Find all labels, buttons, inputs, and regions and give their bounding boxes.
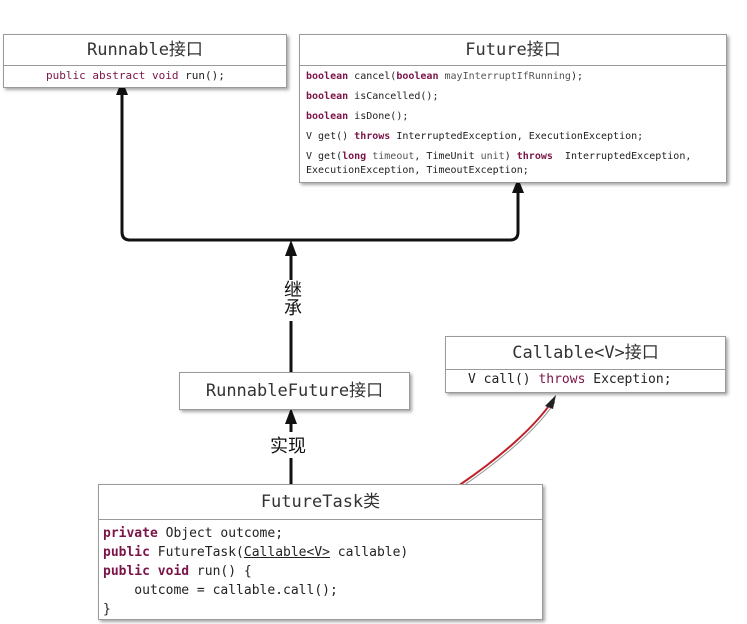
code-text: Exception;: [585, 372, 672, 387]
future-method-get-timeout-cont: ExecutionException, TimeoutException;: [306, 164, 726, 178]
keyword: throws: [538, 372, 586, 387]
code-text: V get(): [306, 131, 355, 142]
future-interface-box: Future接口 boolean cancel(boolean mayInter…: [299, 34, 727, 183]
future-method-get: V get() throws InterruptedException, Exe…: [306, 130, 726, 144]
futuretask-body: private Object outcome; public FutureTas…: [99, 520, 542, 619]
code-text: run() {: [189, 564, 252, 579]
future-title: Future接口: [300, 35, 726, 66]
keyword: boolean: [306, 111, 349, 122]
future-method-get-timeout: V get(long timeout, TimeUnit unit) throw…: [306, 150, 726, 164]
futuretask-run-body: outcome = callable.call();: [103, 581, 542, 600]
code-text: }: [103, 602, 111, 617]
code-text: ): [504, 151, 517, 162]
code-text: isCancelled();: [348, 91, 439, 102]
futuretask-title: FutureTask类: [99, 485, 542, 520]
inherit-label: 继承: [279, 280, 303, 321]
code-text: ExecutionException, TimeoutException;: [306, 165, 529, 176]
keyword: private: [103, 526, 158, 541]
future-method-isdone: boolean isDone();: [306, 110, 726, 124]
code-text: cancel(: [348, 71, 397, 82]
keyword: long: [342, 151, 367, 162]
futuretask-constructor: public FutureTask(Callable<V> callable): [103, 543, 542, 562]
futuretask-run-method: public void run() {: [103, 562, 542, 581]
code-text: outcome = callable.call();: [103, 583, 338, 598]
futuretask-class-box: FutureTask类 private Object outcome; publ…: [98, 484, 543, 620]
callable-title: Callable<V>接口: [446, 337, 725, 370]
code-text: );: [570, 71, 583, 82]
arrowhead-callable: [545, 395, 556, 409]
code-text: isDone();: [348, 111, 409, 122]
arrowhead-implement: [285, 408, 297, 424]
callable-interface-box: Callable<V>接口 V call() throws Exception;: [445, 336, 726, 393]
keyword: boolean: [396, 71, 439, 82]
code-text: Object outcome;: [157, 526, 284, 541]
arrowhead-inherit-stem: [285, 240, 297, 256]
callable-type-ref: Callable<V>: [243, 545, 330, 560]
keyword: public: [103, 545, 150, 560]
code-text: , TimeUnit: [414, 151, 481, 162]
param: mayInterruptIfRunning: [444, 71, 571, 82]
runnable-title: Runnable接口: [4, 35, 286, 66]
implement-label: 实现: [268, 432, 308, 458]
future-method-iscancelled: boolean isCancelled();: [306, 90, 726, 104]
code-text: V get(: [306, 151, 343, 162]
code-text: FutureTask(: [149, 545, 244, 560]
runnablefuture-title: RunnableFuture接口: [205, 381, 384, 401]
inherit-label-text: 继承: [281, 280, 302, 316]
code-text: InterruptedException, ExecutionException…: [390, 131, 644, 142]
runnable-interface-box: Runnable接口 public abstract void run();: [3, 34, 287, 88]
futuretask-field-outcome: private Object outcome;: [103, 524, 542, 543]
keyword: throws: [354, 131, 391, 142]
arrowhead-future: [512, 178, 524, 193]
future-methods: boolean cancel(boolean mayInterruptIfRun…: [300, 66, 726, 178]
runnablefuture-interface-box: RunnableFuture接口: [179, 372, 410, 410]
keyword: boolean: [306, 71, 349, 82]
code-text: V call(): [468, 372, 539, 387]
code-text: callable): [329, 545, 409, 560]
inherit-connector-right: [291, 185, 520, 242]
future-method-cancel: boolean cancel(boolean mayInterruptIfRun…: [306, 70, 726, 84]
keyword: throws: [516, 151, 553, 162]
param: timeout: [366, 151, 415, 162]
callable-method: V call() throws Exception;: [446, 370, 725, 387]
keyword: boolean: [306, 91, 349, 102]
keyword: public void: [103, 564, 190, 579]
runnable-method-keywords: public abstract void: [46, 69, 179, 82]
runnable-method-rest: run();: [178, 69, 225, 82]
runnable-method: public abstract void run();: [4, 66, 286, 82]
futuretask-close-brace: }: [103, 600, 542, 619]
param: unit: [480, 151, 505, 162]
inherit-connector-left: [120, 88, 291, 242]
code-text: InterruptedException,: [552, 151, 692, 162]
